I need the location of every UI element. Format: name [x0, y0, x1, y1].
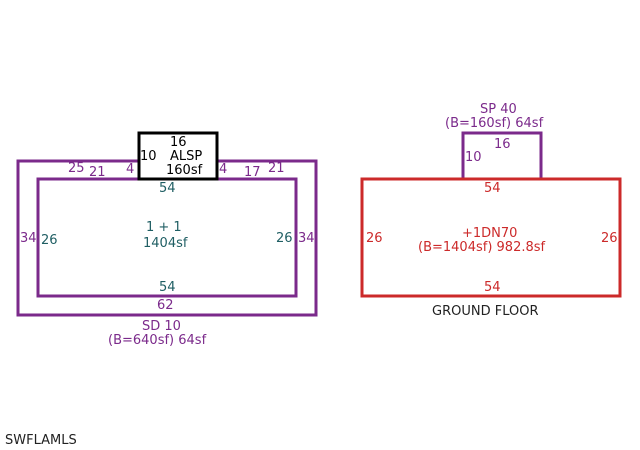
- alsp-top-dim: 16: [170, 135, 187, 150]
- main-top-dim: 54: [484, 181, 501, 196]
- inner-bottom-dim: 54: [159, 280, 176, 295]
- main-label: +1DN70: [462, 226, 517, 241]
- sd-caption: SD 10: [142, 319, 181, 334]
- alsp-left-dim: 10: [140, 149, 157, 164]
- outer-top-left-inner-dim: 21: [89, 165, 106, 180]
- sd-deck-outline: [16, 159, 318, 317]
- outer-right-dim: 34: [298, 231, 315, 246]
- sp-caption-area: (B=160sf) 64sf: [445, 116, 544, 131]
- ground-floor-label: GROUND FLOOR: [432, 304, 538, 319]
- main-right-dim: 26: [601, 231, 618, 246]
- main-left-dim: 26: [366, 231, 383, 246]
- alsp-label: ALSP: [170, 149, 202, 164]
- watermark: SWFLAMLS: [5, 433, 77, 448]
- sd-caption-area: (B=640sf) 64sf: [108, 333, 207, 348]
- main-area: (B=1404sf) 982.8sf: [418, 240, 546, 255]
- sp-caption: SP 40: [480, 102, 517, 117]
- left-sketch: 16 10 ALSP 160sf 25 21 4 4 17 21 34 34 6…: [16, 131, 318, 348]
- ground-floor-outline: [360, 177, 622, 298]
- outer-gap-right-dim: 4: [219, 162, 227, 177]
- right-sketch: SP 40 (B=160sf) 64sf 16 10 54 54 26 26 +…: [360, 102, 622, 319]
- living-area-label: 1 + 1: [146, 220, 182, 235]
- alsp-outline: [137, 131, 219, 181]
- outer-top-left-dim: 25: [68, 161, 85, 176]
- main-bottom-dim: 54: [484, 280, 501, 295]
- outer-top-right-dim: 21: [268, 161, 285, 176]
- outer-bottom-dim: 62: [157, 298, 174, 313]
- sp-left-dim: 10: [465, 150, 482, 165]
- outer-top-mid-right-dim: 17: [244, 165, 261, 180]
- inner-top-dim: 54: [159, 181, 176, 196]
- outer-left-dim: 34: [20, 231, 37, 246]
- inner-right-dim: 26: [276, 231, 293, 246]
- sp-top-dim: 16: [494, 137, 511, 152]
- alsp-area: 160sf: [166, 163, 203, 178]
- living-area-size: 1404sf: [143, 236, 188, 251]
- inner-left-dim: 26: [41, 233, 58, 248]
- outer-gap-left-dim: 4: [126, 162, 134, 177]
